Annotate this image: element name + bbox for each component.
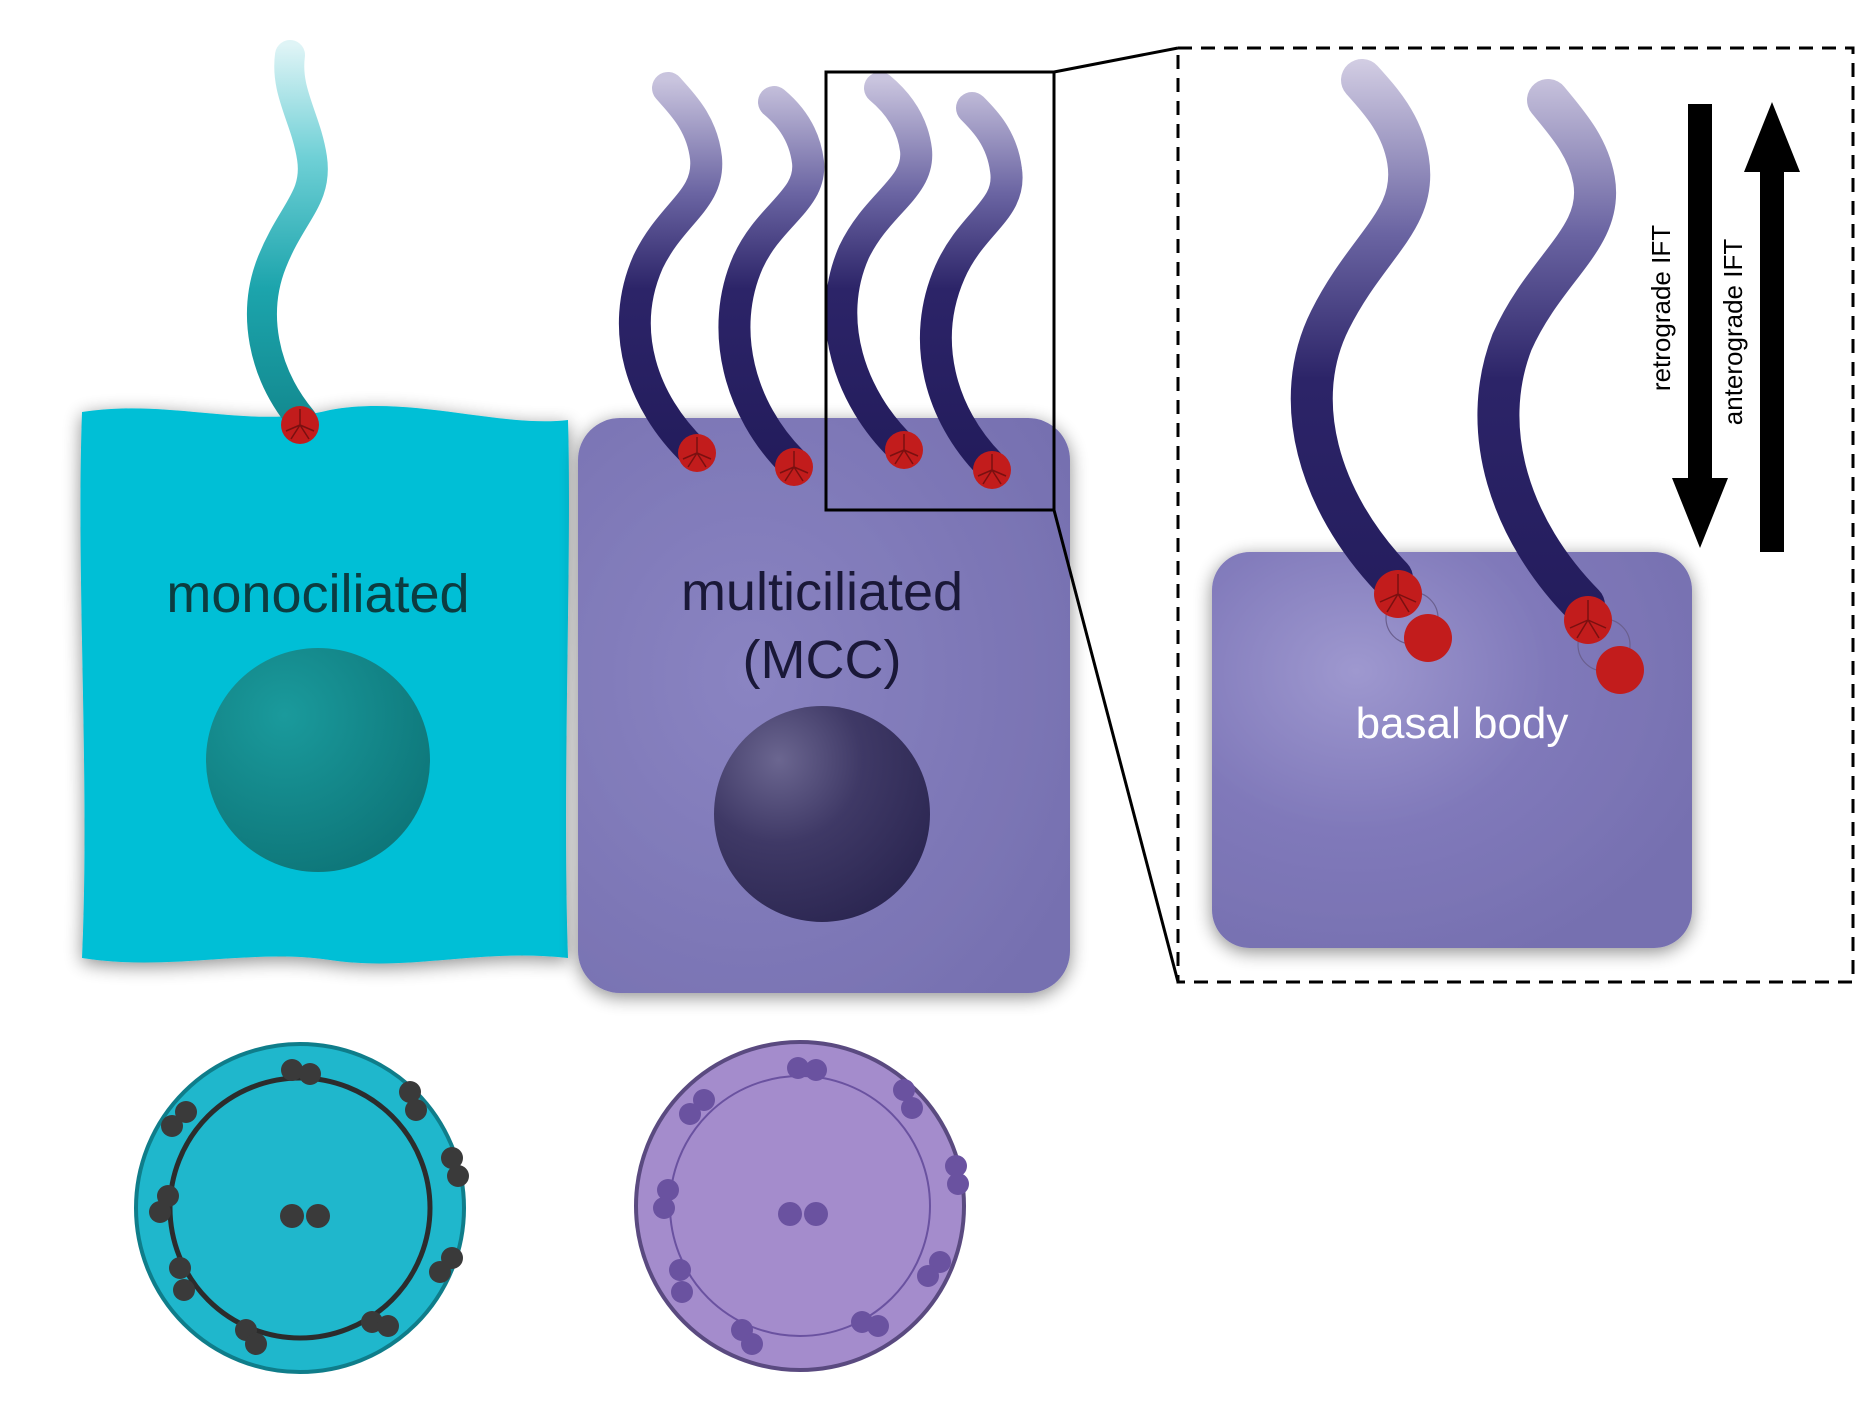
mcc-cilium-4	[919, 92, 1023, 481]
mcc-cilium-3	[825, 72, 933, 464]
mono-cs-central-pair	[280, 1204, 330, 1228]
monociliated-label: monociliated	[166, 564, 469, 624]
retrograde-arrow	[1672, 104, 1728, 548]
anterograde-ift-label: anterograde IFT	[1718, 239, 1748, 426]
mcc-basal-body-1	[678, 434, 716, 472]
mcc-cell	[578, 418, 1070, 993]
monociliated-nucleus	[206, 648, 430, 872]
basal-body-label: basal body	[1356, 699, 1569, 748]
zoom-selection-box	[824, 70, 1056, 512]
mcc-label-line2: (MCC)	[743, 630, 902, 690]
mcc-cilium-1	[619, 72, 723, 468]
inset-frame	[1176, 46, 1855, 984]
mono-cs-peripheral-doublets	[149, 1059, 469, 1355]
inset-basal-bodies	[1374, 570, 1644, 694]
mcc-cilia	[619, 72, 1023, 481]
mcc-nucleus	[714, 706, 930, 922]
anterograde-arrow	[1744, 102, 1800, 552]
retrograde-ift-label: retrograde IFT	[1646, 225, 1676, 391]
inset-basal-body-1	[1374, 570, 1452, 662]
mcc-basal-bodies	[678, 431, 1011, 489]
inset-cilium-1	[1290, 59, 1431, 599]
zoom-connector-bottom	[1052, 509, 1180, 983]
mcc-label-line1: multiciliated	[681, 562, 963, 622]
monociliated-cilium	[247, 40, 328, 435]
mcc-cs-peripheral-doublets	[653, 1057, 969, 1355]
mcc-basal-body-4	[973, 451, 1011, 489]
mcc-cross-section	[634, 1040, 969, 1372]
inset-cilia	[1290, 59, 1617, 626]
mcc-basal-body-2	[775, 448, 813, 486]
monociliated-cross-section	[134, 1042, 469, 1374]
inset-cilium-2	[1477, 79, 1617, 626]
mcc-cilium-2	[718, 86, 825, 478]
mcc-basal-body-3	[885, 431, 923, 469]
inset-cell	[1212, 552, 1692, 948]
zoom-connector-top	[1053, 46, 1179, 74]
monociliated-basal-body	[281, 406, 319, 444]
mcc-cs-central-pair	[778, 1202, 828, 1226]
inset-basal-body-2	[1564, 596, 1644, 694]
